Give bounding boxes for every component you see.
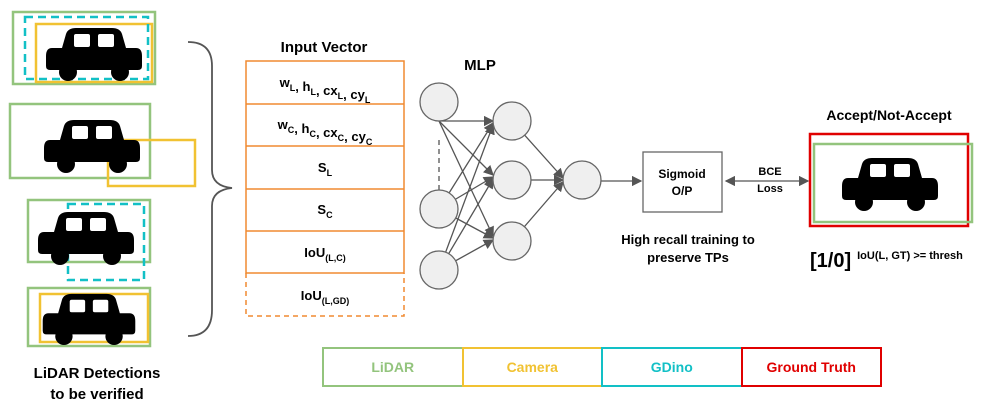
sigmoid-line1: Sigmoid [658,167,705,181]
input-vector-title: Input Vector [281,39,368,56]
legend-camera: Camera [461,347,603,387]
loss-line2: Loss [757,183,783,195]
input-node [419,250,459,290]
mlp-title: MLP [464,57,496,74]
legend: LiDAR Camera GDino Ground Truth [322,347,882,387]
sigmoid-line2: O/P [672,184,693,198]
loss-line1: BCE [758,166,781,178]
legend-gdino: GDino [601,347,743,387]
output-detection [808,132,974,228]
legend-ground-truth: Ground Truth [740,347,882,387]
hidden-node [492,101,532,141]
output-node [562,160,602,200]
sigmoid-box [642,151,723,213]
detections-caption-line2: to be verified [50,386,143,403]
detection-4 [26,286,152,348]
car-icon [38,212,134,265]
output-label: [1/0]IoU(L, GT) >= thresh [810,250,963,272]
grouping-brace [187,41,233,337]
car-icon [46,28,142,81]
input-vector-row: IoU(L,C) [304,245,345,263]
input-vector-row: SL [318,160,333,178]
input-node [419,189,459,229]
hidden-node [492,221,532,261]
detection-1 [11,10,157,86]
input-vector-table [245,60,405,317]
input-vector-row: SC [317,202,333,220]
car-icon [842,158,938,211]
training-note-line1: High recall training to [621,232,755,247]
car-icon [44,120,140,173]
input-vector-row: IoU(L,GD) [301,288,349,306]
detection-3 [26,198,152,282]
training-note-line2: preserve TPs [647,250,729,265]
hidden-node [492,160,532,200]
output-title: Accept/Not-Accept [826,107,952,123]
input-vector-rows: wL, hL, cxL, cyL wC, hC, cxC, cyC SL SC IoU(… [277,75,373,306]
detection-2 [8,102,197,188]
input-node [419,82,459,122]
mlp-network [438,115,643,271]
input-vector-row: wL, hL, cxL, cyL [279,75,371,105]
legend-lidar: LiDAR [322,347,464,387]
car-icon [42,293,136,346]
detections-caption-line1: LiDAR Detections [34,365,161,382]
input-vector-row: wC, hC, cxC, cyC [277,117,373,147]
mlp-nodes [419,82,602,290]
